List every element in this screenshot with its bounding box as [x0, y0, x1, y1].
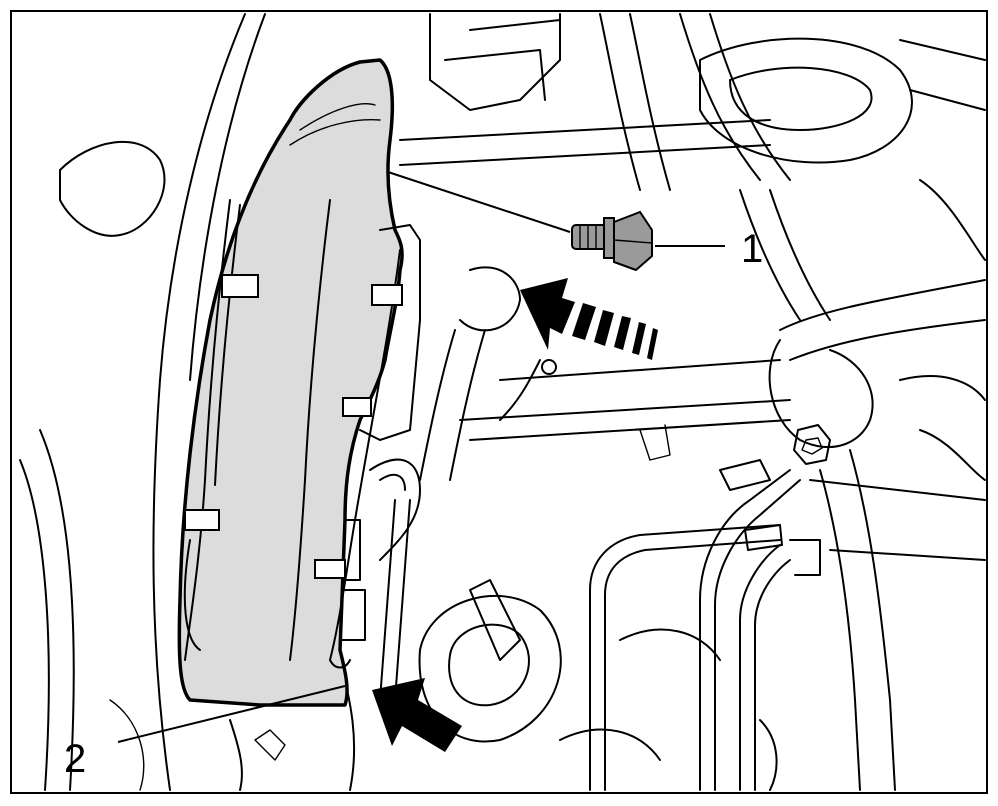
leader-line-2 — [117, 685, 346, 743]
callout-1-label: 1 — [741, 227, 763, 271]
cover-panel — [177, 58, 421, 707]
leader-line-1 — [387, 171, 571, 233]
callout-2-label: 2 — [64, 737, 86, 781]
background-linework — [19, 13, 986, 791]
border — [10, 10, 988, 794]
solid-arrow-icon — [372, 678, 462, 752]
bolt-icon — [571, 210, 653, 272]
dashed-arrow-icon — [520, 278, 658, 360]
